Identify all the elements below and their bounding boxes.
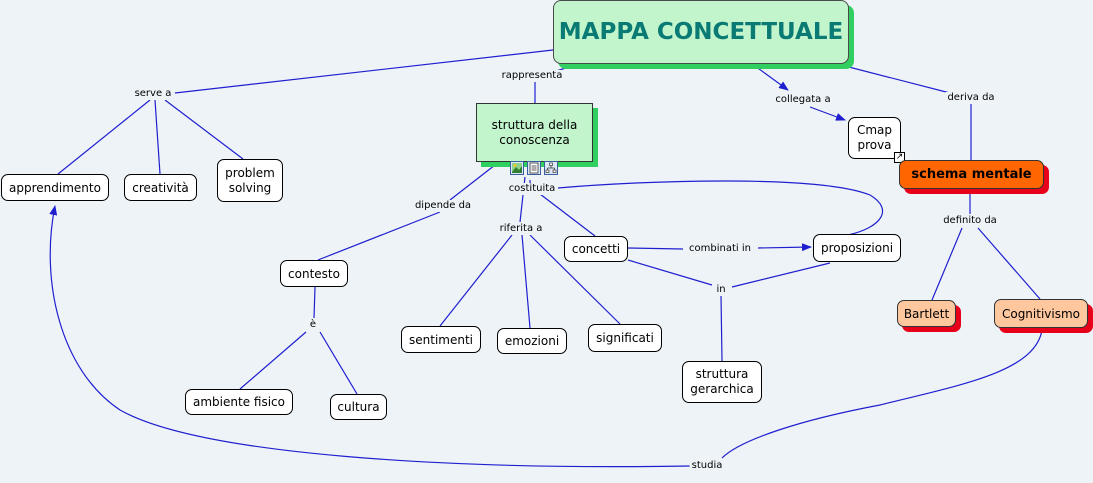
node-gerarchica-label: struttura gerarchica — [690, 367, 754, 396]
link-label-in[interactable]: in — [714, 284, 728, 296]
node-bartlett[interactable]: Bartlett — [897, 300, 956, 327]
link-label-definito-da[interactable]: definito da — [941, 215, 999, 227]
link-label-e[interactable]: è — [307, 319, 319, 331]
node-contesto-label: contesto — [288, 266, 340, 281]
node-emozioni-label: emozioni — [504, 334, 560, 348]
title-node[interactable]: MAPPA CONCETTUALE — [553, 0, 849, 64]
line-contesto-e — [313, 286, 316, 319]
curve-studia-apprendimento — [49, 205, 691, 468]
link-label-collegata-a[interactable]: collegata a — [773, 94, 833, 106]
node-proposizioni[interactable]: proposizioni — [813, 234, 901, 262]
line-struttura-dipende — [449, 164, 496, 201]
line-e-ambiente — [239, 331, 307, 390]
node-schema-label: schema mentale — [911, 167, 1032, 182]
node-contesto[interactable]: contesto — [280, 260, 348, 287]
link-label-combinati-in[interactable]: combinati in — [687, 243, 753, 255]
line-combinati-proposizioni — [757, 243, 812, 252]
link-label-deriva-da[interactable]: deriva da — [945, 92, 997, 104]
link-label-dipende-da[interactable]: dipende da — [412, 200, 474, 212]
node-bartlett-label: Bartlett — [903, 306, 950, 321]
line-riferita-significati — [529, 234, 621, 325]
image-icon[interactable] — [510, 161, 524, 175]
node-ambiente-fisico[interactable]: ambiente fisico — [185, 389, 293, 415]
node-sentimenti[interactable]: sentimenti — [401, 326, 481, 353]
line-concetti-combinati — [627, 247, 684, 250]
line-title-collegata — [754, 65, 789, 91]
line-serve-problem — [164, 99, 244, 160]
node-problem-solving[interactable]: problem solving — [217, 159, 283, 202]
node-struttura-gerarchica[interactable]: struttura gerarchica — [682, 361, 762, 403]
line-title-deriva — [844, 65, 951, 94]
line-collegata-cmap — [809, 106, 846, 121]
concept-map-icon[interactable] — [544, 161, 558, 175]
line-definito-cognitivismo — [977, 227, 1041, 300]
node-schema-mentale[interactable]: schema mentale — [899, 160, 1044, 189]
node-problem-solving-label: problem solving — [225, 165, 275, 195]
line-serve-apprendimento — [57, 99, 151, 175]
node-emozioni[interactable]: emozioni — [497, 328, 567, 354]
line-serve-creativita — [154, 99, 161, 175]
line-definito-bartlett — [931, 227, 963, 301]
line-in-gerarchica — [720, 294, 723, 362]
node-ambiente-label: ambiente fisico — [193, 395, 285, 409]
node-struttura[interactable]: struttura della conoscenza — [476, 103, 593, 162]
node-apprendimento-label: apprendimento — [9, 180, 101, 195]
node-cmap-label: Cmap prova — [856, 123, 893, 152]
line-costituita-concetti — [539, 193, 596, 237]
node-cognitivismo[interactable]: Cognitivismo — [994, 299, 1088, 328]
line-riferita-emozioni — [521, 234, 531, 329]
document-icon[interactable] — [527, 161, 541, 175]
node-sentimenti-label: sentimenti — [409, 332, 473, 347]
title-text: MAPPA CONCETTUALE — [558, 19, 844, 45]
node-struttura-label: struttura della conoscenza — [491, 117, 578, 147]
node-cultura[interactable]: cultura — [330, 394, 387, 420]
line-title-serve — [174, 49, 554, 94]
curve-costituita-proposizioni — [557, 180, 883, 236]
curve-cognitivismo-studia — [721, 329, 1043, 459]
node-cmap-prova[interactable]: Cmap prova — [848, 117, 901, 159]
node-concetti-label: concetti — [571, 242, 621, 256]
link-label-costituita[interactable]: costituita — [506, 183, 558, 195]
line-proposizioni-in — [731, 262, 831, 288]
link-label-rappresenta[interactable]: rappresenta — [499, 70, 565, 82]
node-creativita[interactable]: creatività — [124, 174, 197, 201]
line-dipende-contesto — [317, 211, 441, 261]
line-riferita-sentimenti — [439, 234, 513, 327]
node-apprendimento[interactable]: apprendimento — [1, 174, 109, 201]
line-concetti-in — [627, 259, 713, 286]
link-label-studia[interactable]: studia — [689, 460, 725, 472]
node-creativita-label: creatività — [132, 180, 189, 195]
node-significati-label: significati — [596, 331, 654, 345]
link-label-riferita-a[interactable]: riferita a — [497, 223, 545, 235]
node-cognitivismo-label: Cognitivismo — [1001, 306, 1081, 321]
line-e-cultura — [319, 331, 358, 395]
node-cultura-label: cultura — [337, 400, 380, 414]
node-proposizioni-label: proposizioni — [820, 241, 894, 255]
link-label-serve-a[interactable]: serve a — [132, 88, 174, 100]
node-concetti[interactable]: concetti — [564, 236, 628, 262]
node-significati[interactable]: significati — [588, 324, 662, 352]
